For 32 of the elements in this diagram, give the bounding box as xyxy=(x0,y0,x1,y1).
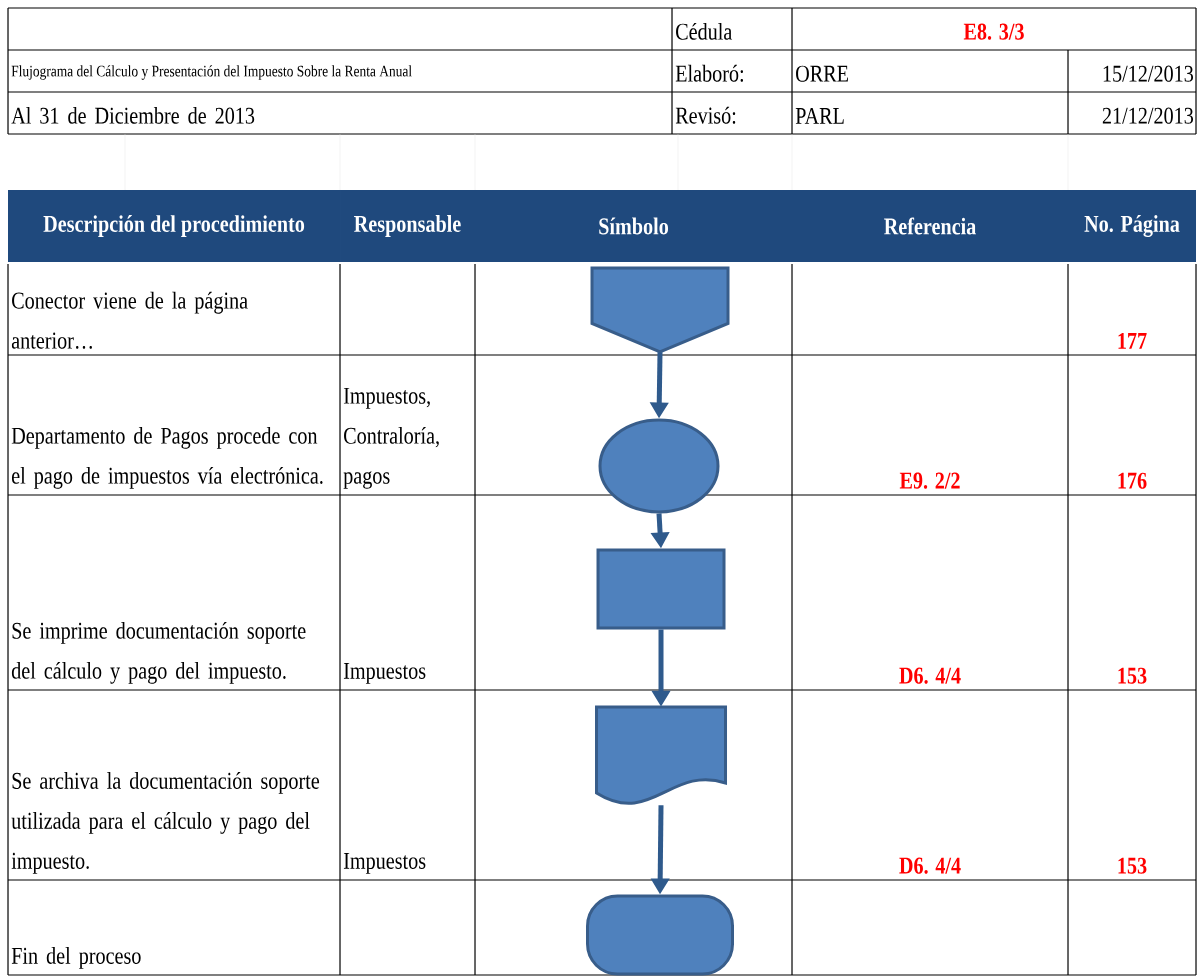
table-text: ORRE xyxy=(796,65,848,82)
reference-code: E9. 2/2 xyxy=(899,472,960,489)
table-text: Cédula xyxy=(676,22,733,40)
reference-code: 176 xyxy=(1118,472,1147,489)
column-header: Responsable xyxy=(340,190,475,262)
reference-code: 153 xyxy=(1118,667,1147,684)
table-text: Revisó: xyxy=(675,106,736,124)
ellipse-symbol xyxy=(598,418,720,514)
subtitle-text: Flujograma del Cálculo y Presentación del Impuesto Sobre la Renta Anual xyxy=(11,65,412,80)
document-symbol xyxy=(595,705,727,805)
table-text: Fin del proceso xyxy=(11,947,141,969)
table-text: Elaboró: xyxy=(675,64,743,82)
reference-code: D6. 4/4 xyxy=(899,857,961,874)
table-text: Se imprime documentación soporte del cálculo y pago del impuesto. xyxy=(11,621,306,684)
date-text: 15/12/2013 xyxy=(1103,65,1193,82)
reference-code: 177 xyxy=(1118,332,1147,349)
reference-code: D6. 4/4 xyxy=(899,667,961,684)
table-text: Impuestos xyxy=(343,852,426,874)
table-text: Departamento de Pagos procede con el pago de impuestos vía electrónica. xyxy=(11,426,323,489)
column-header: No. Página xyxy=(1068,190,1196,262)
table-text: Impuestos, Contraloría, pagos xyxy=(343,387,439,489)
reference-code: E8. 3/3 xyxy=(963,23,1024,40)
table-text: Conector viene de la página anterior… xyxy=(11,291,248,349)
table-text: Impuestos xyxy=(343,662,426,684)
reference-code: 153 xyxy=(1118,857,1147,874)
date-text: 21/12/2013 xyxy=(1102,107,1193,124)
table-text: Se archiva la documentación soporte utilizada para el cálculo y pago del impuesto. xyxy=(11,772,320,874)
process-box xyxy=(596,548,726,630)
terminator-symbol xyxy=(586,894,734,976)
off-page-connector xyxy=(590,266,730,354)
table-text: PARL xyxy=(795,107,844,124)
table-text: Al 31 de Diciembre de 2013 xyxy=(11,106,255,124)
